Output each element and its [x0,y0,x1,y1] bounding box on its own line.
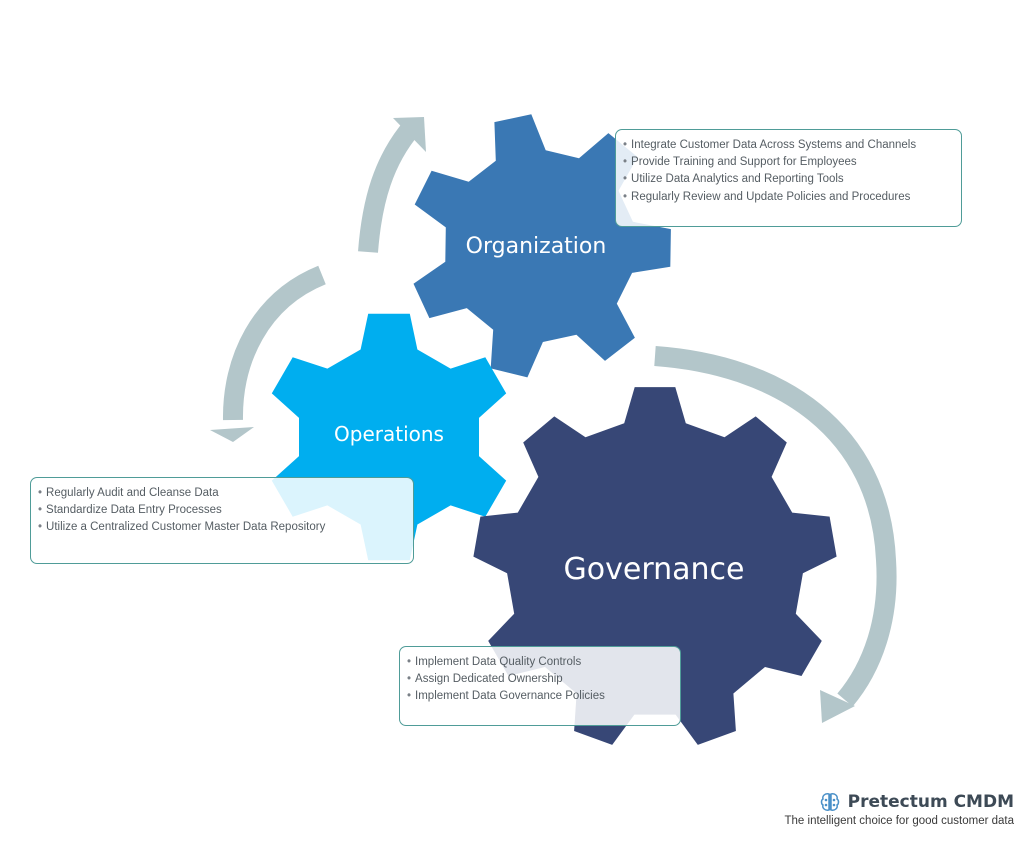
governance-actions-panel: Implement Data Quality Controls Assign D… [399,646,681,726]
arrow-organization-to-operations [222,265,327,421]
operations-actions-panel: Regularly Audit and Cleanse Data Standar… [30,477,414,564]
organization-actions-panel: Integrate Customer Data Across Systems a… [615,129,962,227]
arrow-governance-loop [654,346,897,707]
list-item: Utilize Data Analytics and Reporting Too… [623,171,951,188]
brand-name-row: Pretectum CMDM [734,790,1014,814]
brand-block: Pretectum CMDM The intelligent choice fo… [734,790,1015,827]
list-item: Assign Dedicated Ownership [407,671,670,688]
list-item: Standardize Data Entry Processes [38,502,403,519]
list-item: Implement Data Quality Controls [407,654,670,671]
arrow-operations-to-organization [358,120,420,253]
brain-circuit-icon [820,793,839,811]
list-item: Utilize a Centralized Customer Master Da… [38,519,403,536]
list-item: Regularly Review and Update Policies and… [623,189,951,206]
organization-gear-label: Organization [466,234,607,259]
arrow-head-governance [820,690,855,723]
list-item: Regularly Audit and Cleanse Data [38,485,403,502]
organization-gear: Organization [413,114,671,378]
list-item: Provide Training and Support for Employe… [623,154,951,171]
arrow-head-operations [210,427,254,442]
brand-tagline: The intelligent choice for good customer… [784,815,1015,827]
brand-name: Pretectum CMDM [847,792,1014,812]
arrow-head-organization [393,117,426,152]
organization-gear-shape [413,114,671,378]
operations-gear-label: Operations [334,422,444,446]
governance-gear-label: Governance [564,552,745,587]
list-item: Integrate Customer Data Across Systems a… [623,137,951,154]
list-item: Implement Data Governance Policies [407,688,670,705]
